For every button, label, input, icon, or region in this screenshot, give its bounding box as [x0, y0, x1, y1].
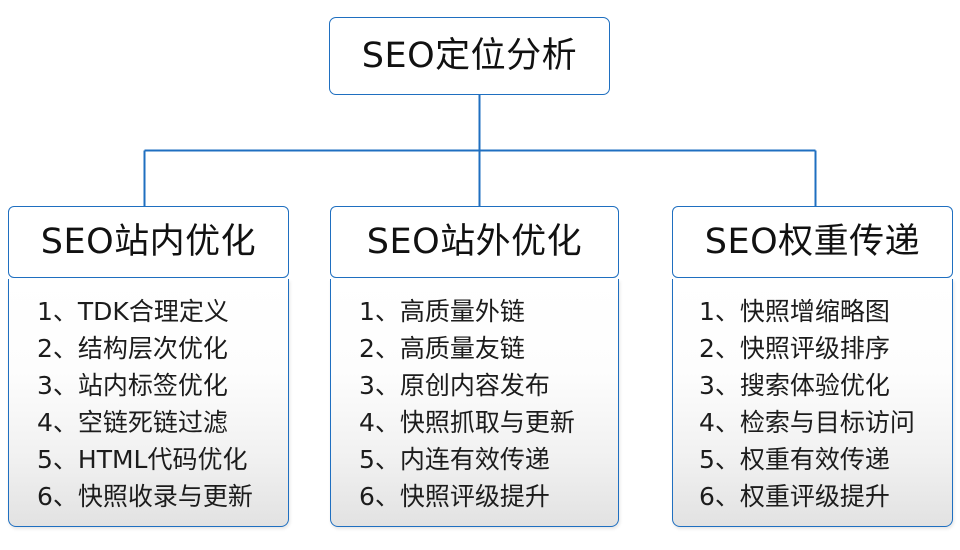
list-item-index: 1、: [699, 297, 740, 326]
list-item: 4、 快照抓取与更新: [359, 404, 618, 441]
root-node-label: SEO定位分析: [361, 35, 578, 76]
branch-body-3: 1、 快照增缩略图 2、 快照评级排序 3、 搜索体验优化 4、 检索与目标访问…: [672, 279, 953, 527]
branch-header-3: SEO权重传递: [672, 206, 953, 278]
list-item-text: 快照抓取与更新: [399, 408, 575, 437]
list-item: 1、 快照增缩略图: [699, 293, 952, 330]
list-item: 3、 站内标签优化: [37, 367, 288, 404]
list-item: 3、 原创内容发布: [359, 367, 618, 404]
branch-header-1: SEO站内优化: [8, 206, 289, 278]
list-item-text: 内连有效传递: [399, 445, 550, 474]
list-item: 2、 快照评级排序: [699, 330, 952, 367]
list-item: 5、 内连有效传递: [359, 441, 618, 478]
list-item-index: 5、: [359, 445, 400, 474]
list-item-text: 快照增缩略图: [739, 297, 890, 326]
list-item-index: 1、: [37, 297, 78, 326]
root-node: SEO定位分析: [329, 17, 610, 95]
list-item-index: 4、: [699, 408, 740, 437]
branch-column-3: SEO权重传递 1、 快照增缩略图 2、 快照评级排序 3、 搜索体验优化 4、: [672, 206, 953, 527]
branch-header-2: SEO站外优化: [330, 206, 619, 278]
list-item-text: 快照评级排序: [739, 334, 890, 363]
list-item-text: 结构层次优化: [77, 334, 228, 363]
list-item: 4、 检索与目标访问: [699, 404, 952, 441]
list-item-text: 搜索体验优化: [739, 371, 890, 400]
branch-header-label-1: SEO站内优化: [40, 221, 257, 262]
list-item-index: 6、: [699, 482, 740, 511]
list-item: 3、 搜索体验优化: [699, 367, 952, 404]
list-item-index: 1、: [359, 297, 400, 326]
branch-column-1: SEO站内优化 1、 TDK合理定义 2、 结构层次优化 3、 站内标签优化 4…: [8, 206, 289, 527]
branch-body-1: 1、 TDK合理定义 2、 结构层次优化 3、 站内标签优化 4、 空链死链过滤…: [8, 279, 289, 527]
list-item-text: 快照收录与更新: [77, 482, 253, 511]
list-item: 1、 TDK合理定义: [37, 293, 288, 330]
list-item-index: 2、: [699, 334, 740, 363]
list-item-index: 6、: [359, 482, 400, 511]
list-item-text: 站内标签优化: [77, 371, 228, 400]
list-item-text: 原创内容发布: [399, 371, 550, 400]
list-item: 5、 权重有效传递: [699, 441, 952, 478]
list-item-index: 3、: [359, 371, 400, 400]
list-item-index: 6、: [37, 482, 78, 511]
branch-header-label-3: SEO权重传递: [704, 221, 921, 262]
list-item-text: 权重有效传递: [739, 445, 890, 474]
branch-column-2: SEO站外优化 1、 高质量外链 2、 高质量友链 3、 原创内容发布 4、 快: [330, 206, 619, 527]
branch-header-label-2: SEO站外优化: [366, 221, 583, 262]
list-item-text: 空链死链过滤: [77, 408, 228, 437]
list-item-index: 4、: [359, 408, 400, 437]
list-item: 2、 高质量友链: [359, 330, 618, 367]
list-item-index: 4、: [37, 408, 78, 437]
list-item: 6、 权重评级提升: [699, 478, 952, 515]
list-item-index: 5、: [37, 445, 78, 474]
list-item-index: 5、: [699, 445, 740, 474]
list-item: 4、 空链死链过滤: [37, 404, 288, 441]
list-item-index: 3、: [37, 371, 78, 400]
list-item-text: TDK合理定义: [77, 297, 229, 326]
list-item: 5、 HTML代码优化: [37, 441, 288, 478]
list-item-index: 2、: [37, 334, 78, 363]
list-item-text: 高质量友链: [399, 334, 525, 363]
branch-body-2: 1、 高质量外链 2、 高质量友链 3、 原创内容发布 4、 快照抓取与更新 5…: [330, 279, 619, 527]
item-list-3: 1、 快照增缩略图 2、 快照评级排序 3、 搜索体验优化 4、 检索与目标访问…: [673, 293, 952, 515]
list-item: 6、 快照收录与更新: [37, 478, 288, 515]
list-item: 2、 结构层次优化: [37, 330, 288, 367]
list-item-text: 检索与目标访问: [739, 408, 915, 437]
list-item-index: 2、: [359, 334, 400, 363]
list-item-index: 3、: [699, 371, 740, 400]
item-list-1: 1、 TDK合理定义 2、 结构层次优化 3、 站内标签优化 4、 空链死链过滤…: [9, 293, 288, 515]
list-item: 6、 快照评级提升: [359, 478, 618, 515]
list-item: 1、 高质量外链: [359, 293, 618, 330]
item-list-2: 1、 高质量外链 2、 高质量友链 3、 原创内容发布 4、 快照抓取与更新 5…: [331, 293, 618, 515]
list-item-text: 快照评级提升: [399, 482, 550, 511]
list-item-text: 高质量外链: [399, 297, 525, 326]
list-item-text: 权重评级提升: [739, 482, 890, 511]
list-item-text: HTML代码优化: [77, 445, 248, 474]
